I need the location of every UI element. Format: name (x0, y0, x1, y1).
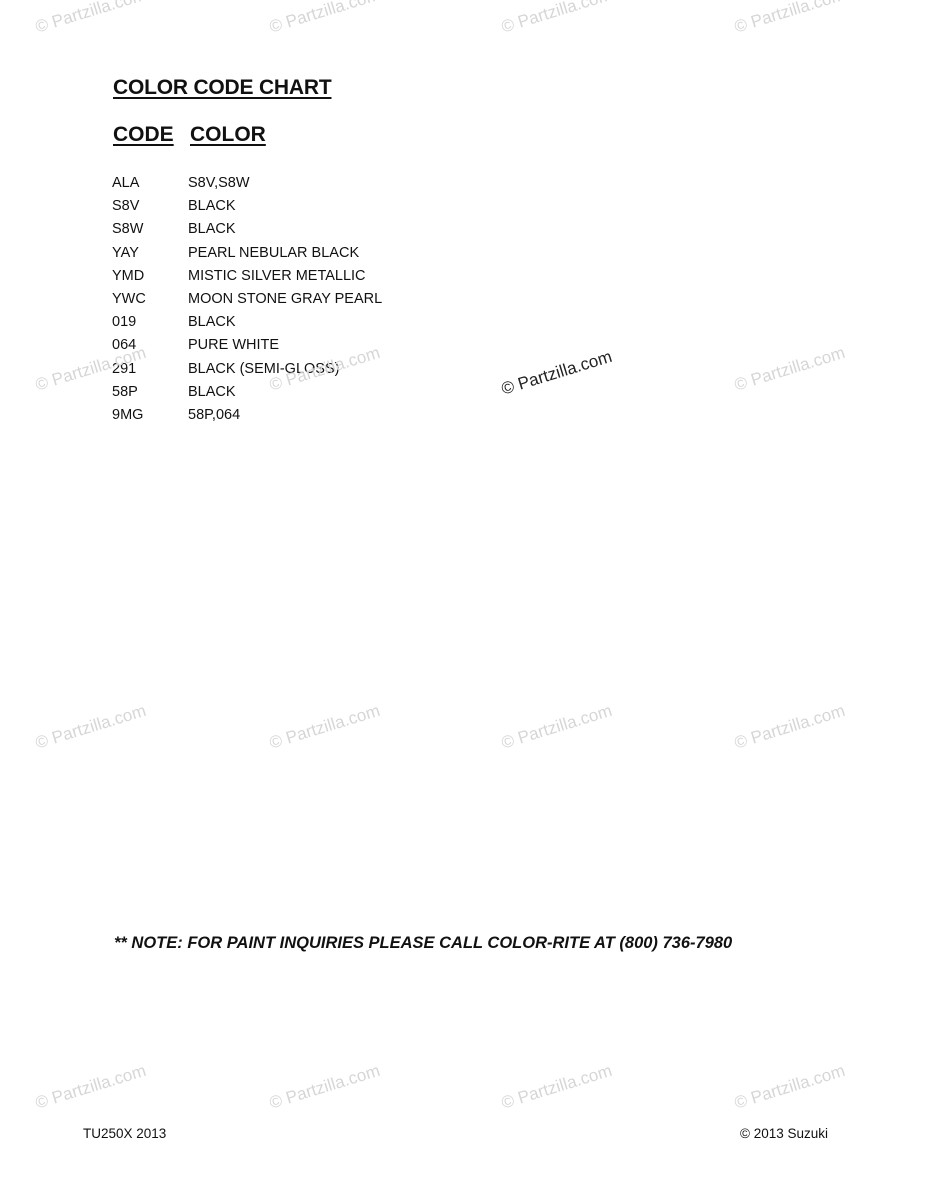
watermark: © Partzilla.com (33, 0, 149, 37)
footer-copyright: © 2013 Suzuki (740, 1126, 829, 1141)
color-cell: BLACK (188, 383, 236, 400)
watermark: © Partzilla.com (732, 342, 848, 395)
paint-inquiry-note: ** NOTE: FOR PAINT INQUIRIES PLEASE CALL… (114, 934, 733, 952)
color-column-header: COLOR (190, 123, 266, 146)
code-cell: YWC (112, 290, 146, 307)
watermark: © Partzilla.com (267, 1060, 383, 1113)
watermark: © Partzilla.com (732, 700, 848, 753)
color-cell: BLACK (SEMI-GLOSS) (188, 360, 340, 377)
code-cell: YAY (112, 244, 139, 261)
watermark: © Partzilla.com (499, 700, 615, 753)
code-cell: S8W (112, 221, 144, 238)
color-cell: BLACK (188, 198, 236, 215)
watermark: © Partzilla.com (33, 700, 149, 753)
color-cell: BLACK (188, 314, 236, 331)
watermark: © Partzilla.com (267, 700, 383, 753)
watermark: © Partzilla.com (33, 1060, 149, 1113)
color-cell: PEARL NEBULAR BLACK (188, 244, 360, 261)
code-column-header: CODE (113, 123, 174, 146)
color-cell: S8V,S8W (188, 175, 250, 191)
page-title: COLOR CODE CHART (113, 76, 332, 99)
footer-model: TU250X 2013 (83, 1126, 167, 1141)
code-cell: 019 (112, 314, 137, 331)
color-cell: PURE WHITE (188, 337, 280, 354)
watermark: © Partzilla.com (499, 346, 615, 399)
color-cell: 58P,064 (188, 406, 241, 423)
color-cell: MOON STONE GRAY PEARL (188, 290, 383, 307)
code-cell: 064 (112, 337, 137, 354)
code-cell: 291 (112, 360, 137, 377)
code-cell: 9MG (112, 406, 144, 423)
watermark: © Partzilla.com (732, 0, 848, 37)
code-cell: S8V (112, 198, 140, 215)
code-cell: 58P (112, 383, 138, 400)
watermark: © Partzilla.com (499, 0, 615, 37)
code-cell: ALA (112, 175, 140, 191)
watermark: © Partzilla.com (732, 1060, 848, 1113)
color-cell: BLACK (188, 221, 236, 238)
color-cell: MISTIC SILVER METALLIC (188, 267, 366, 284)
watermark: © Partzilla.com (499, 1060, 615, 1113)
watermark: © Partzilla.com (267, 0, 383, 37)
code-cell: YMD (112, 267, 145, 284)
